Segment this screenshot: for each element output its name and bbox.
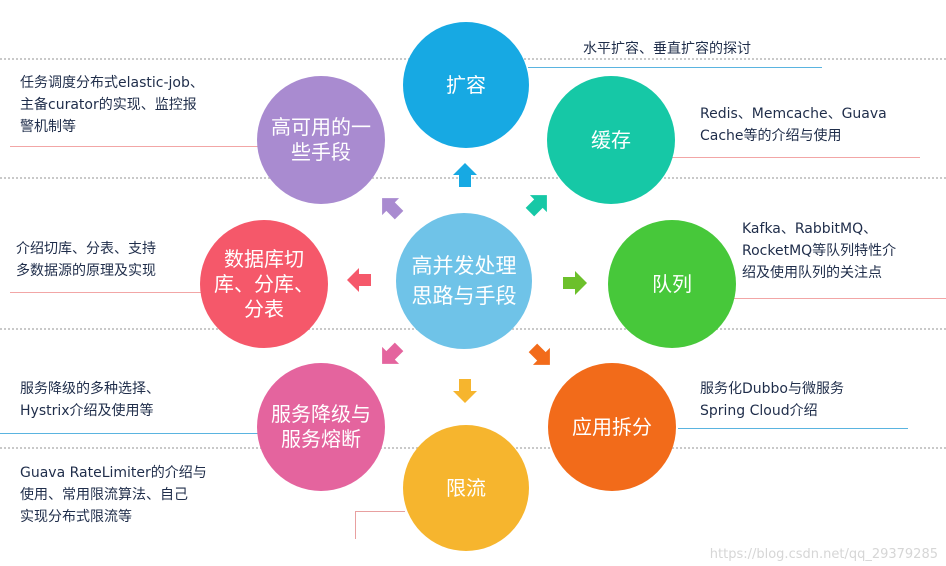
node-cache: 缓存: [547, 76, 675, 204]
node-limit: 限流: [403, 425, 529, 551]
note-split: 服务化Dubbo与微服务 Spring Cloud介绍: [700, 378, 844, 422]
node-ha-label-line2: 些手段: [291, 140, 351, 164]
note-limit-line2: 使用、常用限流算法、自己: [20, 487, 188, 503]
node-split: 应用拆分: [548, 363, 676, 491]
note-scale-line1: 水平扩容、垂直扩容的探讨: [583, 41, 751, 57]
note-underline-db: [10, 292, 206, 293]
note-queue: Kafka、RabbitMQ、 RocketMQ等队列特性介 绍及使用队列的关注…: [742, 218, 896, 284]
note-underline-split: [678, 428, 908, 429]
node-limit-label: 限流: [446, 475, 486, 500]
note-underline-cache: [672, 157, 920, 158]
grid-line: [0, 177, 946, 179]
note-limit-line1: Guava RateLimiter的介绍与: [20, 465, 207, 481]
note-cache-line2: Cache等的介绍与使用: [700, 128, 842, 144]
note-degrade-line1: 服务降级的多种选择、: [20, 381, 160, 397]
node-ha: 高可用的一 些手段: [257, 76, 385, 204]
note-cache: Redis、Memcache、Guava Cache等的介绍与使用: [700, 103, 887, 147]
arrow-up-left: [382, 198, 404, 220]
node-cache-label: 缓存: [591, 127, 631, 152]
arrow-down-right: [528, 343, 550, 365]
note-underline-limit: [355, 511, 405, 512]
node-queue: 队列: [608, 220, 736, 348]
node-split-label: 应用拆分: [572, 414, 652, 439]
note-degrade: 服务降级的多种选择、 Hystrix介绍及使用等: [20, 378, 160, 422]
center-circle: 高并发处理 思路与手段: [396, 213, 532, 349]
note-split-line2: Spring Cloud介绍: [700, 403, 818, 419]
note-limit: Guava RateLimiter的介绍与 使用、常用限流算法、自己 实现分布式…: [20, 462, 207, 528]
note-underline-scale: [528, 67, 822, 68]
node-db-label-line1: 数据库切: [224, 246, 304, 271]
note-queue-line2: RocketMQ等队列特性介: [742, 243, 897, 259]
arrow-up-right: [525, 195, 547, 217]
center-label-line2: 思路与手段: [411, 284, 517, 308]
node-degrade-label-line2: 服务熔断: [281, 427, 361, 451]
arrow-down-left: [382, 342, 404, 364]
arrow-left: [347, 268, 371, 292]
note-underline-degrade: [0, 433, 262, 434]
arrow-right: [563, 271, 587, 295]
node-degrade: 服务降级与 服务熔断: [257, 363, 385, 491]
node-db-label-line2: 库、分库、: [214, 271, 314, 296]
node-db-label-line3: 分表: [244, 296, 284, 321]
note-underline-ha: [10, 146, 272, 147]
arrow-up: [453, 163, 477, 187]
note-ha-line2: 主备curator的实现、监控报: [20, 97, 197, 113]
node-queue-label: 队列: [652, 271, 692, 296]
note-db: 介绍切库、分表、支持 多数据源的原理及实现: [16, 238, 156, 282]
note-split-line1: 服务化Dubbo与微服务: [700, 381, 844, 397]
note-underline-queue: [712, 298, 946, 299]
note-cache-line1: Redis、Memcache、Guava: [700, 106, 887, 122]
note-limit-line3: 实现分布式限流等: [20, 509, 132, 525]
center-label-line1: 高并发处理: [411, 254, 517, 278]
arrow-down: [453, 379, 477, 403]
node-ha-label-line1: 高可用的一: [271, 115, 371, 139]
watermark: https://blog.csdn.net/qq_29379285: [709, 547, 938, 562]
note-db-line1: 介绍切库、分表、支持: [16, 241, 156, 257]
note-queue-line1: Kafka、RabbitMQ、: [742, 221, 878, 237]
note-degrade-line2: Hystrix介绍及使用等: [20, 403, 154, 419]
note-db-line2: 多数据源的原理及实现: [16, 263, 156, 279]
note-underline-limit-tick: [355, 511, 356, 539]
note-scale: 水平扩容、垂直扩容的探讨: [583, 38, 751, 60]
node-scale: 扩容: [403, 22, 529, 148]
note-ha-line3: 警机制等: [20, 119, 76, 135]
node-scale-label: 扩容: [446, 72, 486, 97]
node-db: 数据库切 库、分库、 分表: [200, 220, 328, 348]
note-queue-line3: 绍及使用队列的关注点: [742, 265, 882, 281]
note-ha-line1: 任务调度分布式elastic-job、: [20, 75, 204, 91]
node-degrade-label-line1: 服务降级与: [271, 402, 371, 426]
note-ha: 任务调度分布式elastic-job、 主备curator的实现、监控报 警机制…: [20, 72, 204, 138]
